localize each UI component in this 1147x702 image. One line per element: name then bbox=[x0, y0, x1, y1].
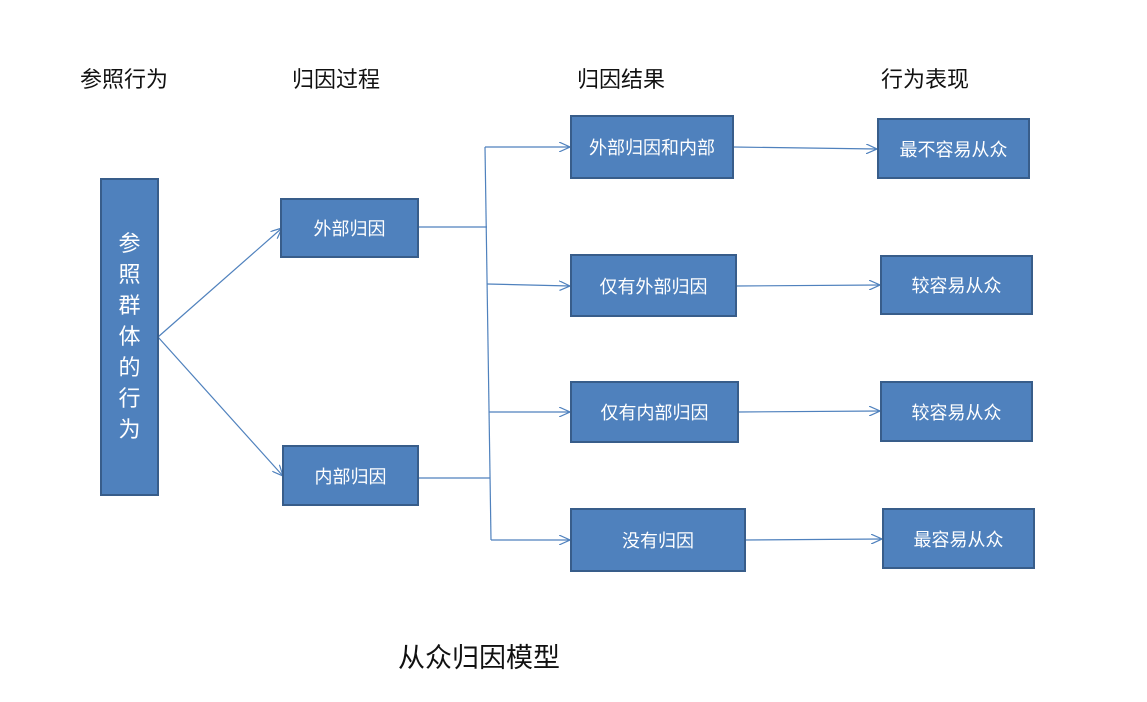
reference-char: 行 bbox=[118, 386, 141, 412]
arrow-to-least-conform bbox=[732, 147, 877, 149]
arrow-to-external-only bbox=[486, 284, 570, 286]
more-conform-box-2: 较容易从众 bbox=[880, 381, 1033, 442]
arrow-to-more-conform-1 bbox=[735, 285, 880, 286]
reference-char: 体 bbox=[118, 324, 141, 350]
result-none-box: 没有归因 bbox=[570, 508, 746, 572]
header-attribution-process: 归因过程 bbox=[292, 68, 381, 93]
least-conform-box: 最不容易从众 bbox=[877, 118, 1030, 179]
diagram-caption: 从众归因模型 bbox=[398, 643, 560, 674]
reference-char: 群 bbox=[118, 293, 141, 319]
header-behavior-performance: 行为表现 bbox=[881, 68, 970, 93]
arrow-to-internal bbox=[157, 336, 283, 476]
external-attribution-box: 外部归因 bbox=[280, 198, 419, 258]
reference-char: 为 bbox=[118, 417, 141, 443]
vertical-bus bbox=[484, 146, 492, 541]
most-conform-box: 最容易从众 bbox=[882, 508, 1035, 569]
reference-char: 照 bbox=[118, 262, 141, 288]
more-conform-box-1: 较容易从众 bbox=[880, 255, 1033, 315]
reference-char: 参 bbox=[118, 231, 141, 257]
arrow-to-most-conform bbox=[744, 539, 882, 540]
header-attribution-result: 归因结果 bbox=[577, 68, 666, 93]
header-reference-behavior: 参照行为 bbox=[80, 68, 169, 93]
reference-char: 的 bbox=[118, 355, 141, 381]
reference-group-behavior-box: 参 照 群 体 的 行 为 bbox=[100, 178, 159, 496]
result-internal-only-box: 仅有内部归因 bbox=[570, 381, 739, 443]
internal-attribution-box: 内部归因 bbox=[282, 445, 419, 506]
result-both-box: 外部归因和内部 bbox=[570, 115, 734, 179]
result-external-only-box: 仅有外部归因 bbox=[570, 254, 737, 317]
arrow-to-external bbox=[157, 228, 282, 338]
arrow-to-more-conform-2 bbox=[737, 411, 880, 412]
